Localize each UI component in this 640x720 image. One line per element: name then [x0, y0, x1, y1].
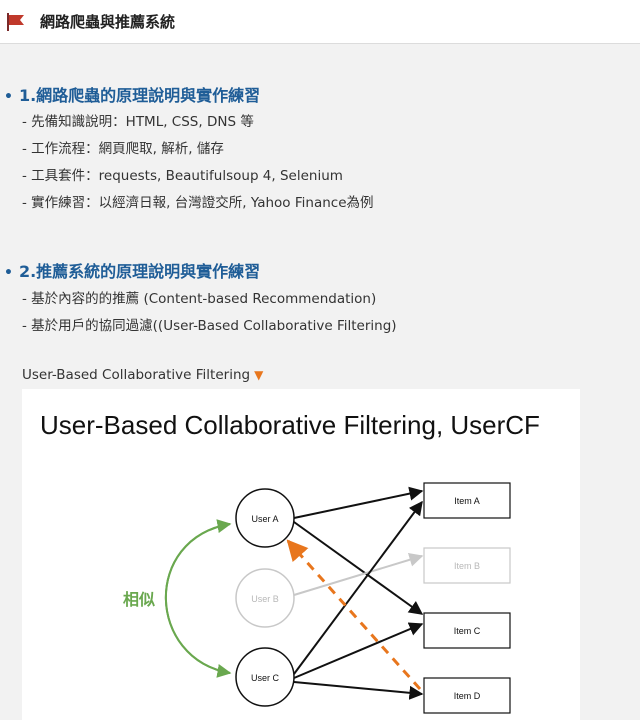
user-node-a: User A — [235, 488, 295, 548]
section-2-item: - 基於內容的的推薦 (Content-based Recommendation… — [22, 291, 377, 307]
usercf-diagram: User-Based Collaborative Filtering, User… — [22, 389, 580, 720]
user-label: User B — [251, 594, 279, 604]
edge-userc-itemc — [293, 622, 424, 679]
diagram-title: User-Based Collaborative Filtering, User… — [40, 410, 540, 440]
item-node-c: Item C — [423, 612, 511, 649]
item-label: Item C — [454, 626, 481, 636]
item-node-b: Item B — [423, 547, 511, 584]
item-label: Item D — [454, 691, 481, 701]
bullet-icon: • — [4, 89, 13, 105]
item-label: Item B — [454, 561, 480, 571]
similarity-arc-start — [164, 523, 232, 678]
edge-userb-itemb — [293, 552, 424, 596]
section-1-item: - 先備知識說明：HTML, CSS, DNS 等 — [22, 114, 254, 130]
section-1-item: - 實作練習：以經濟日報, 台灣證交所, Yahoo Finance為例 — [22, 195, 374, 211]
usercf-diagram-svg: User-Based Collaborative Filtering, User… — [40, 410, 540, 714]
bullet-icon: • — [4, 265, 13, 281]
user-label: User C — [251, 673, 280, 683]
similar-label: 相似 — [123, 590, 155, 609]
section-1-item: - 工作流程：網頁爬取, 解析, 儲存 — [22, 141, 224, 157]
section-2-heading: •2.推薦系統的原理說明與實作練習 — [4, 262, 261, 281]
recommend-arrow — [286, 539, 422, 690]
section-2-item: - 基於用戶的協同過濾((User-Based Collaborative Fi… — [22, 318, 397, 334]
user-label: User A — [251, 514, 278, 524]
edge-usera-itema — [293, 486, 424, 519]
edge-usera-itemc — [293, 521, 424, 615]
edge-userc-itema — [293, 500, 423, 675]
item-node-a: Item A — [423, 482, 511, 519]
caret-down-icon[interactable]: ▼ — [254, 368, 264, 382]
flag-icon — [7, 13, 24, 31]
similarity-arc — [164, 519, 232, 674]
edge-userc-itemd — [293, 681, 424, 700]
section-1-item: - 工具套件：requests, Beautifulsoup 4, Seleni… — [22, 168, 343, 184]
item-label: Item A — [454, 496, 480, 506]
user-node-b: User B — [235, 568, 295, 628]
item-node-d: Item D — [423, 677, 511, 714]
section-1-heading: •1.網路爬蟲的原理說明與實作練習 — [4, 86, 261, 105]
collaborative-filtering-toggle[interactable]: User-Based Collaborative Filtering▼ — [22, 367, 264, 383]
user-node-c: User C — [235, 647, 295, 707]
header-bar: 網路爬蟲與推薦系統 — [0, 0, 640, 44]
page-title: 網路爬蟲與推薦系統 — [40, 13, 176, 31]
